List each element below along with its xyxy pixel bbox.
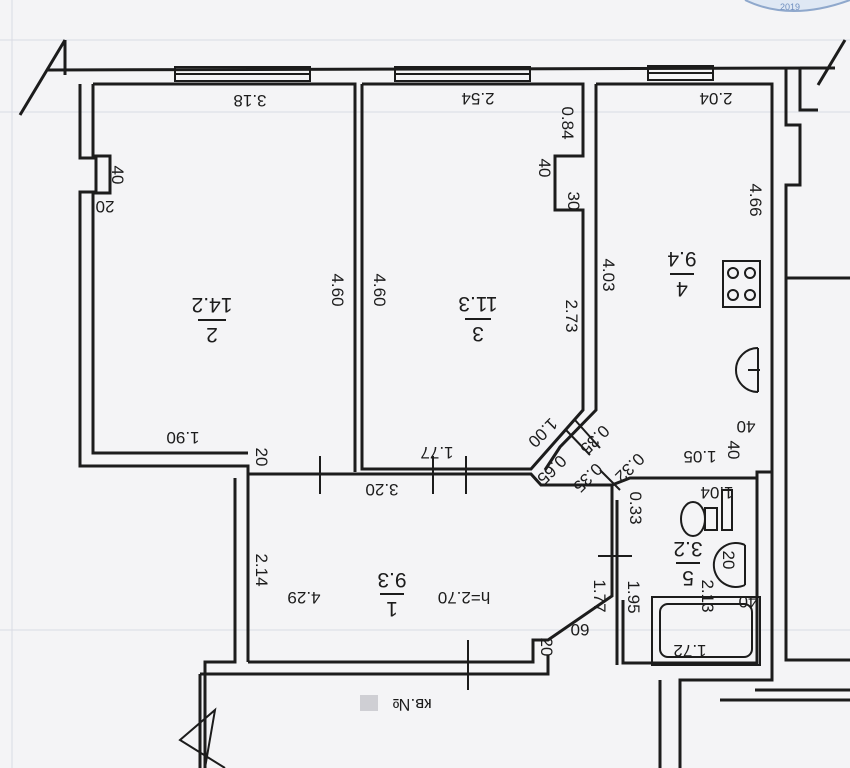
room-4-id: 4 bbox=[676, 277, 688, 300]
dim-r3-top: 2.54 bbox=[461, 89, 494, 108]
dim-r2-bottom: 1.90 bbox=[166, 428, 199, 447]
sink-icon bbox=[735, 347, 760, 393]
dim-r4-105: 1.05 bbox=[683, 447, 716, 466]
stamp-text: 2019 bbox=[780, 2, 800, 12]
dim-r3-right: 2.73 bbox=[562, 299, 581, 332]
dim-hall-left: 2.14 bbox=[252, 553, 271, 586]
door-ticks bbox=[319, 419, 632, 690]
dim-r3-niche-084: 0.84 bbox=[558, 106, 577, 139]
dim-r3-diag: 1.00 bbox=[524, 414, 561, 451]
dim-bath-195: 1.95 bbox=[624, 580, 643, 613]
footer-label: кв.№ bbox=[392, 695, 431, 714]
dim-r4-top: 2.04 bbox=[699, 89, 732, 108]
dim-bath-104: 1.04 bbox=[700, 483, 733, 502]
dim-small-035b: 0.35 bbox=[569, 459, 606, 496]
room-1-label: 1 9.3 4.29 h=2.70 bbox=[287, 568, 490, 620]
dimensions: 3.18 4.60 1.90 40 20 20 2.54 4.60 0.84 4… bbox=[96, 89, 765, 714]
dim-r4-40b: 40 bbox=[724, 441, 743, 460]
windows bbox=[174, 65, 714, 82]
dim-r2-top: 3.18 bbox=[233, 91, 266, 110]
dim-r2-niche-20: 20 bbox=[96, 197, 115, 216]
room-5-area: 3.2 bbox=[673, 537, 702, 560]
dim-bath-40: 40 bbox=[739, 592, 758, 611]
dim-hall-20: 20 bbox=[537, 638, 556, 657]
room-2-label: 2 14.2 bbox=[192, 293, 233, 346]
dim-bath-20: 20 bbox=[719, 551, 738, 570]
dim-bath-213: 2.13 bbox=[698, 579, 717, 612]
room-2-id: 2 bbox=[206, 323, 218, 346]
dim-hall-right: 1.77 bbox=[590, 579, 609, 612]
dim-bath-172: 1.72 bbox=[673, 641, 706, 660]
room-5-id: 5 bbox=[682, 566, 694, 589]
dim-hall-top: 3.20 bbox=[365, 480, 398, 499]
blurred-number bbox=[360, 695, 378, 711]
stamp-corner: 2019 bbox=[744, 0, 850, 12]
dim-r3-niche-40: 40 bbox=[535, 159, 554, 178]
room-4-label: 4 9.4 bbox=[667, 247, 697, 300]
dim-r2-bot-20: 20 bbox=[252, 448, 271, 467]
bathtub-icon bbox=[651, 596, 761, 666]
room-3-id: 3 bbox=[472, 322, 484, 345]
dim-small-032: 0.32 bbox=[611, 449, 648, 486]
room-3-label: 3 11.3 bbox=[458, 292, 497, 345]
dim-hall-60: 60 bbox=[571, 620, 590, 639]
washbasin-icon bbox=[712, 542, 746, 588]
dim-r3-niche-30: 30 bbox=[564, 192, 583, 211]
room-1-height: h=2.70 bbox=[438, 588, 490, 607]
room-2-area: 14.2 bbox=[192, 293, 233, 316]
room-4-area: 9.4 bbox=[667, 247, 697, 270]
room-1-area: 9.3 bbox=[377, 568, 406, 591]
room-1-id: 1 bbox=[386, 597, 398, 620]
dim-r4-right: 4.66 bbox=[746, 183, 765, 216]
room-5-label: 5 3.2 bbox=[673, 537, 702, 589]
dim-r2-niche-40: 40 bbox=[108, 166, 127, 185]
dim-r4-40: 40 bbox=[737, 417, 756, 436]
room-3-area: 11.3 bbox=[458, 292, 497, 315]
room-1-dim-429: 4.29 bbox=[287, 588, 320, 607]
dim-r3-bottom: 1.77 bbox=[420, 443, 453, 462]
walls bbox=[18, 39, 850, 768]
dim-r2-right: 4.60 bbox=[328, 273, 347, 306]
dim-r4-left: 4.03 bbox=[599, 258, 618, 291]
dim-small-033: 0.33 bbox=[626, 491, 645, 524]
toilet-icon bbox=[680, 489, 733, 537]
dim-r3-left: 4.60 bbox=[370, 273, 389, 306]
stove-icon bbox=[722, 260, 761, 308]
